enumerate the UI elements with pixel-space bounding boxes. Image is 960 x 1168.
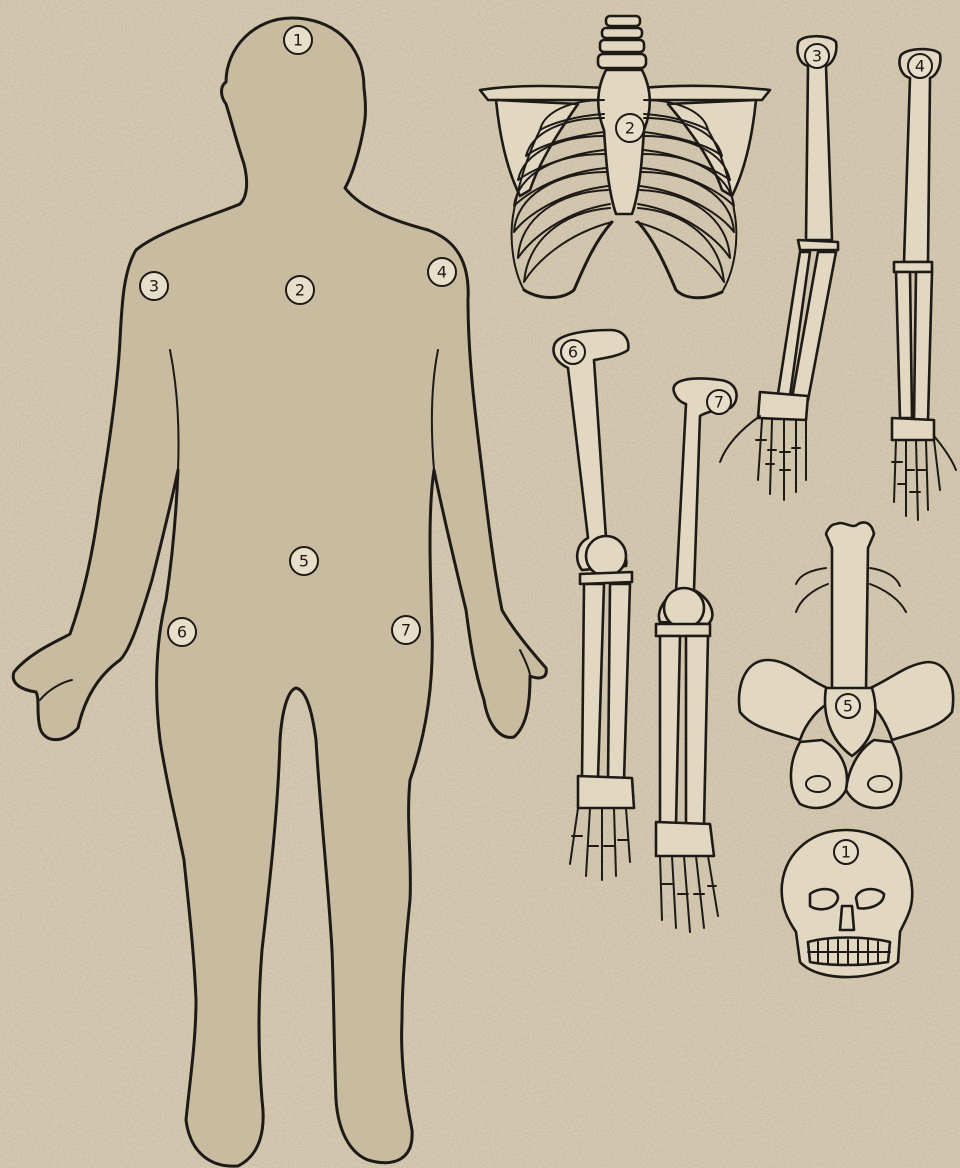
svg-text:6: 6 xyxy=(177,623,187,642)
svg-text:1: 1 xyxy=(293,31,303,50)
figure-marker-right-shoulder: 3 xyxy=(140,272,168,300)
svg-text:4: 4 xyxy=(915,57,925,76)
figure-marker-left-shoulder: 4 xyxy=(428,258,456,286)
figure-marker-chest: 2 xyxy=(286,276,314,304)
right-arm-marker: 3 xyxy=(805,44,829,68)
pelvis-marker: 5 xyxy=(836,694,860,718)
svg-text:7: 7 xyxy=(401,621,411,640)
figure-marker-abdomen: 5 xyxy=(290,547,318,575)
svg-text:3: 3 xyxy=(812,47,822,66)
svg-text:2: 2 xyxy=(295,281,305,300)
svg-text:4: 4 xyxy=(437,263,447,282)
skull: 1 xyxy=(782,830,913,977)
svg-text:3: 3 xyxy=(149,277,159,296)
figure-marker-right-thigh: 6 xyxy=(168,618,196,646)
svg-text:1: 1 xyxy=(841,843,851,862)
right-leg-marker: 6 xyxy=(561,340,585,364)
svg-text:7: 7 xyxy=(714,393,724,412)
svg-text:6: 6 xyxy=(568,343,578,362)
left-leg-marker: 7 xyxy=(707,390,731,414)
figure-marker-head: 1 xyxy=(284,26,312,54)
svg-text:5: 5 xyxy=(299,552,309,571)
svg-text:2: 2 xyxy=(625,119,635,138)
skull-marker: 1 xyxy=(834,840,858,864)
left-arm-marker: 4 xyxy=(908,54,932,78)
svg-text:5: 5 xyxy=(843,697,853,716)
ribcage-marker: 2 xyxy=(616,114,644,142)
figure-marker-left-thigh: 7 xyxy=(392,616,420,644)
